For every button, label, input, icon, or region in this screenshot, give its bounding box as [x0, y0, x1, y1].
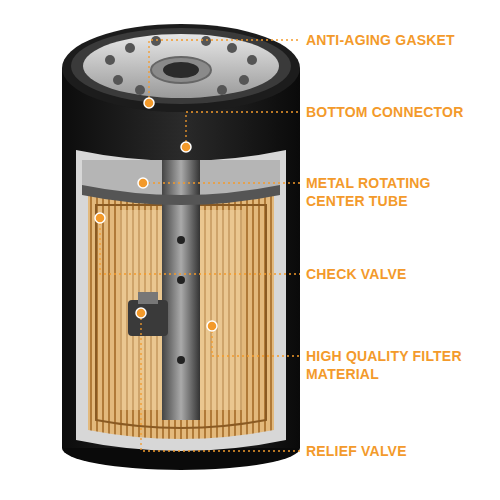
part-label: RELIEF VALVE: [306, 442, 491, 460]
part-label: ANTI-AGING GASKET: [306, 31, 491, 49]
part-label: METAL ROTATING CENTER TUBE: [306, 174, 466, 210]
part-label: HIGH QUALITY FILTER MATERIAL: [306, 347, 481, 383]
part-label: CHECK VALVE: [306, 265, 491, 283]
part-label: BOTTOM CONNECTOR: [306, 103, 491, 121]
